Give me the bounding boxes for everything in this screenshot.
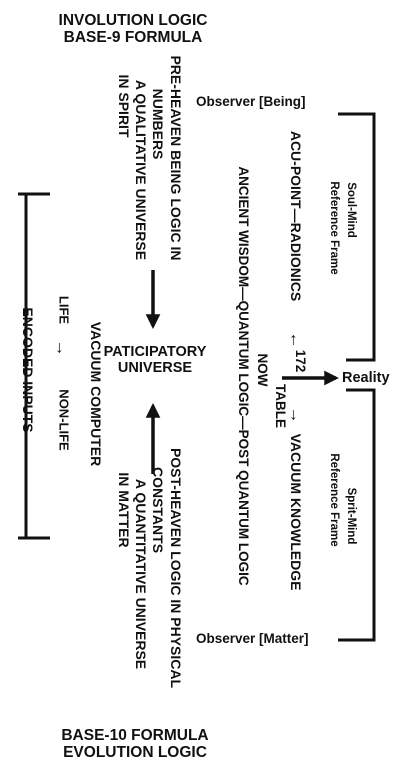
bottom-title-line1: BASE-10 FORMULA <box>61 727 209 744</box>
participatory-line2: UNIVERSE <box>117 360 193 377</box>
table-label: TABLE <box>272 384 288 428</box>
vacuum-knowledge-label: VACUUM KNOWLEDGE <box>288 433 304 591</box>
pre-heaven-line2: NUMBERS <box>150 88 166 160</box>
top-title-line2: BASE-9 FORMULA <box>63 29 203 47</box>
sprit-mind-frame-label: Reference Frame <box>327 453 340 547</box>
soul-mind-frame-label: Reference Frame <box>327 181 340 275</box>
soul-mind-label: Soul-Mind <box>344 182 357 238</box>
bottom-title: BASE-10 FORMULA EVOLUTION LOGIC <box>40 727 230 762</box>
encoded-inputs-label: ENCODED INPUTS <box>20 307 36 433</box>
bottom-title-line2: EVOLUTION LOGIC <box>63 744 207 762</box>
observer-being-label: Observer [Being] <box>196 94 306 109</box>
top-title-line1: INVOLUTION LOGIC <box>58 12 208 29</box>
participatory-line1: PATICIPATORY <box>103 344 207 360</box>
acu-point-label: ACU-POINT—RADIONICS <box>288 130 304 302</box>
vacuum-computer-label: VACUUM COMPUTER <box>88 321 104 467</box>
sprit-mind-label: Sprit-Mind <box>344 487 357 545</box>
number-172-label: 172 <box>292 349 308 373</box>
now-label: NOW <box>254 353 270 387</box>
life-label: LIFE <box>56 295 72 325</box>
post-heaven-line4: IN MATTER <box>116 472 132 548</box>
knowledge-arrow-icon: → <box>286 406 306 424</box>
post-heaven-line2: CONSTANTS <box>150 466 166 554</box>
top-title: INVOLUTION LOGIC BASE-9 FORMULA <box>38 12 228 47</box>
left-bracket <box>18 192 50 540</box>
ancient-wisdom-label: ANCIENT WISDOM—QUANTUM LOGIC—POST QUANTU… <box>235 166 251 586</box>
life-arrow-icon: → <box>52 339 72 357</box>
observer-matter-label: Observer [Matter] <box>196 631 309 646</box>
reality-label: Reality <box>342 370 390 386</box>
pre-heaven-line1: PRE-HEAVEN BEING LOGIC IN <box>168 55 184 261</box>
post-heaven-line1: POST-HEAVEN LOGIC IN PHYSICAL <box>168 447 184 689</box>
non-life-label: NON-LIFE <box>56 389 72 451</box>
pre-heaven-line3: A QUALITATIVE UNIVERSE <box>133 79 149 261</box>
participatory-universe: PATICIPATORY UNIVERSE <box>92 344 218 376</box>
post-heaven-line3: A QUANTITATIVE UNIVERSE <box>133 478 149 670</box>
pre-heaven-line4: IN SPIRIT <box>116 74 132 138</box>
right-bracket <box>338 112 376 642</box>
acu-arrow-icon: ← <box>286 331 306 349</box>
